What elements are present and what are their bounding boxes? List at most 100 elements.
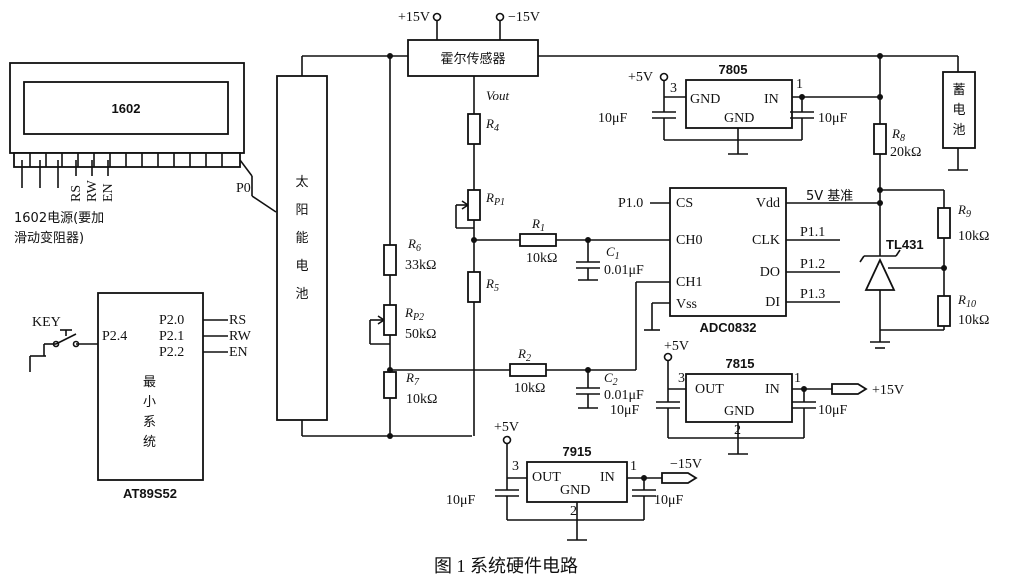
left-divider: R6 33kΩ RP2 50kΩ R7 10kΩ	[369, 236, 510, 407]
adc0832: CS CH0 CH1 Vss Vdd CLK DO DI ADC0832 P1.…	[618, 187, 880, 335]
reg7815-gnd: GND	[724, 404, 754, 419]
reg7805-in: IN	[764, 92, 779, 107]
reg7915-output: −15V	[670, 457, 702, 472]
mcu-pin-p24: P2.4	[102, 329, 127, 344]
reg7805-gnd-in: GND	[690, 92, 720, 107]
hall-sensor-body	[407, 39, 539, 77]
r4-label: R4	[485, 116, 499, 134]
reg7915-pin2: 2	[570, 504, 577, 519]
c1-value: 0.01μF	[604, 263, 644, 278]
reg7815-cap-right: 10μF	[818, 403, 848, 418]
r5-label: R5	[485, 276, 499, 294]
r9-resistor	[937, 207, 951, 239]
r10-resistor	[937, 295, 951, 327]
r6-resistor	[383, 244, 397, 276]
r2-c2-network: R2 10kΩ C2 0.01μF	[509, 281, 670, 409]
lcd-power-note-1: 1602电源(要加	[14, 211, 104, 226]
mcu-body-char-2: 小	[143, 395, 156, 410]
r5-resistor	[467, 271, 481, 303]
adc-pin-clk: CLK	[752, 233, 780, 248]
solar-char-3: 能	[295, 231, 308, 246]
hall-minus15v-label: −15V	[508, 10, 540, 25]
r1-c1-network: R1 10kΩ C1 0.01μF	[519, 216, 670, 281]
reference-circuit: R8 20kΩ 蓄 电 池 R9 10kΩ R10 10kΩ TL	[859, 53, 989, 349]
mcu-rs-label: RS	[229, 313, 246, 328]
reg-7915: 7915 OUT IN GND 3 1 2 +5V 10μF 10μF −15V	[446, 420, 702, 541]
mcu-body-char-4: 统	[143, 435, 156, 450]
mcu-pin-p20: P2.0	[159, 313, 184, 328]
figure-caption: 图 1 系统硬件电路	[434, 556, 578, 576]
reg7805-plus5v-terminal	[659, 72, 669, 82]
reg7815-plus5v-terminal	[663, 352, 673, 362]
tl431-name: TL431	[886, 237, 924, 252]
reg7815-output: +15V	[872, 383, 904, 398]
adc-p11-label: P1.1	[800, 225, 825, 240]
mcu-en-label: EN	[229, 345, 248, 360]
hall-vout-label: Vout	[486, 88, 510, 103]
mcu-pin-p22: P2.2	[159, 345, 184, 360]
solar-cell: 太 阳 能 电 池	[276, 56, 328, 436]
rp1-potentiometer	[467, 189, 481, 221]
mcu-name: AT89S52	[123, 486, 177, 501]
mcu-at89s52: P2.4 P2.0 P2.1 P2.2 RS RW EN 最 小 系 统 AT8…	[97, 292, 252, 501]
adc-p10-label: P1.0	[618, 196, 643, 211]
reg7915-cap-left: 10μF	[446, 493, 476, 508]
key-label: KEY	[32, 315, 61, 330]
reg7915-out: OUT	[532, 470, 561, 485]
r9-value: 10kΩ	[958, 229, 989, 244]
r6-label: R6	[407, 236, 421, 254]
mcu-pin-p21: P2.1	[159, 329, 184, 344]
solar-char-2: 阳	[295, 203, 308, 218]
reg7805-gnd: GND	[724, 111, 754, 126]
reg7805-pin1: 1	[796, 77, 803, 92]
solar-char-4: 电	[295, 259, 308, 274]
lcd-power-note-2: 滑动变阻器)	[14, 230, 84, 246]
r8-resistor	[873, 123, 887, 155]
adc-pin-do: DO	[760, 265, 780, 280]
adc-pin-cs: CS	[676, 196, 693, 211]
reg-7815: 7815 OUT IN GND 3 1 2 +5V 10μF 10μF +15V	[610, 339, 904, 455]
r9-label: R9	[957, 202, 971, 220]
c1-label: C1	[606, 244, 620, 262]
adc-pin-vss: Vss	[676, 297, 697, 312]
mcu-body	[97, 292, 204, 481]
rp2-potentiometer	[383, 304, 397, 336]
reg7805-supply: +5V	[628, 70, 653, 85]
key-switch: KEY	[29, 315, 98, 372]
hall-sensor: 霍尔传感器 +15V −15V Vout	[398, 10, 958, 114]
adc-p12-label: P1.2	[800, 257, 825, 272]
adc-name: ADC0832	[699, 320, 756, 335]
adc-body	[669, 187, 787, 317]
battery-char-1: 蓄	[952, 83, 965, 98]
reg7815-name: 7815	[726, 356, 755, 371]
reg7815-output-port	[831, 383, 868, 395]
reg7915-name: 7915	[563, 444, 592, 459]
adc-pin-ch1: CH1	[676, 275, 702, 290]
lcd-pin-rw-label: RW	[85, 179, 100, 202]
reg7805-cap-right: 10μF	[818, 111, 848, 126]
mcu-rw-label: RW	[229, 329, 252, 344]
mcu-body-char-3: 系	[143, 415, 156, 430]
r1-resistor	[519, 233, 557, 247]
c2-label: C2	[604, 370, 618, 388]
solar-char-1: 太	[295, 175, 308, 190]
lcd-screen	[23, 81, 229, 135]
adc-pin-ch0: CH0	[676, 233, 702, 248]
r1-label: R1	[531, 216, 545, 234]
rp1-label: RP1	[485, 190, 505, 208]
reg7915-cap-right: 10μF	[654, 493, 684, 508]
reg7915-in: IN	[600, 470, 615, 485]
lcd-pin-en-label: EN	[101, 183, 116, 202]
lcd-name: 1602	[112, 101, 141, 116]
reg7815-in: IN	[765, 382, 780, 397]
adc-p13-label: P1.3	[800, 287, 825, 302]
reg7915-gnd: GND	[560, 483, 590, 498]
adc-vref-label: 5V 基准	[806, 189, 853, 204]
main-bus-wires	[302, 53, 472, 439]
r7-value: 10kΩ	[406, 392, 437, 407]
solar-char-5: 池	[295, 287, 308, 302]
reg7915-output-port	[661, 472, 698, 484]
reg7915-pin3: 3	[512, 459, 519, 474]
